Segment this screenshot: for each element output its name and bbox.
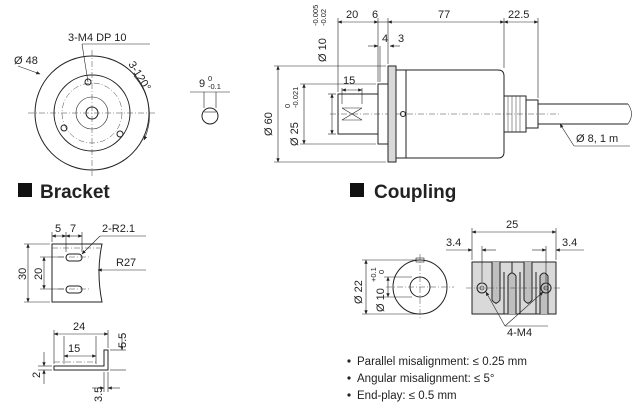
spec-item: Parallel misalignment: ≤ 0.25 mm: [357, 356, 527, 368]
dim-3-label: 3: [398, 33, 404, 45]
coupling-outer-diameter: Ø 22: [353, 280, 365, 304]
spigot-diameter-label: Ø 25: [289, 122, 301, 146]
encoder-front-view: Ø 48 3-M4 DP 10 3-120°: [14, 32, 156, 176]
dim-20-label: 20: [346, 9, 358, 21]
coupling-bore-diameter: Ø 10: [375, 288, 387, 312]
dim-6-label: 6: [372, 9, 378, 21]
spigot-tol-lower: -0.021: [291, 87, 300, 108]
spigot-tol-upper: 0: [283, 104, 292, 108]
shaft-diameter-label: Ø 10: [317, 38, 329, 62]
bracket-dim-2: 2: [31, 372, 43, 378]
bracket-section: Bracket 5 7 2-R2.1 30 20 R27: [17, 182, 146, 402]
coupling-section: Coupling Ø 22 Ø 10 +0.1 0: [347, 182, 584, 402]
bracket-dim-15: 15: [68, 343, 80, 355]
key-upper-tol: 0: [208, 74, 212, 83]
coupling-bore-tol-lower: 0: [377, 270, 386, 274]
key-lower-tol: -0.1: [208, 82, 221, 91]
body-diameter-label: Ø 60: [263, 112, 275, 136]
shaft-key-section: 9 0 -0.1: [190, 74, 230, 125]
bracket-dim-7: 7: [70, 223, 76, 235]
shaft-tol-upper: -0.005: [311, 5, 320, 26]
bullet-icon: [347, 359, 351, 363]
coupling-dim-3-4-right: 3.4: [562, 237, 577, 249]
shaft-tol-lower: -0.02: [319, 9, 328, 26]
encoder-side-view: 20 6 77 22.5 4 3 15 Ø 10 -0.005 -0.02 Ø …: [263, 5, 632, 163]
coupling-dim-25: 25: [506, 219, 518, 231]
coupling-screws-label: 4-M4: [507, 327, 532, 339]
front-diameter-label: Ø 48: [14, 55, 38, 67]
coupling-specs-list: Parallel misalignment: ≤ 0.25 mm Angular…: [347, 356, 527, 402]
bracket-radius-label: R27: [116, 257, 136, 269]
black-square-icon: [18, 183, 32, 197]
coupling-title: Coupling: [374, 182, 456, 203]
bracket-title: Bracket: [40, 182, 110, 203]
spec-item: Angular misalignment: ≤ 5°: [357, 373, 494, 385]
bullet-icon: [347, 393, 351, 397]
bracket-dim-3-5: 3.5: [93, 387, 105, 402]
bullet-icon: [347, 376, 351, 380]
front-holes-label: 3-M4 DP 10: [68, 32, 127, 44]
bracket-dim-5: 5: [55, 223, 61, 235]
dim-77-label: 77: [438, 9, 450, 21]
dim-4-label: 4: [382, 33, 388, 45]
coupling-dim-3-4-left: 3.4: [446, 237, 461, 249]
bracket-dim-20: 20: [33, 268, 45, 280]
dim-15-label: 15: [343, 75, 355, 87]
black-square-icon: [350, 183, 364, 197]
dim-22-5-label: 22.5: [508, 9, 529, 21]
key-nominal-label: 9: [199, 78, 205, 90]
bracket-dim-30: 30: [17, 268, 29, 280]
spec-item: End-play: ≤ 0.5 mm: [357, 390, 457, 402]
bracket-slot-label: 2-R2.1: [102, 223, 135, 235]
coupling-bore-tol-upper: +0.1: [369, 267, 378, 282]
bracket-dim-5-5: 5.5: [117, 333, 129, 348]
cable-label: Ø 8, 1 m: [576, 133, 618, 145]
bracket-dim-24: 24: [73, 321, 85, 333]
front-angle-label: 3-120°: [125, 59, 152, 93]
